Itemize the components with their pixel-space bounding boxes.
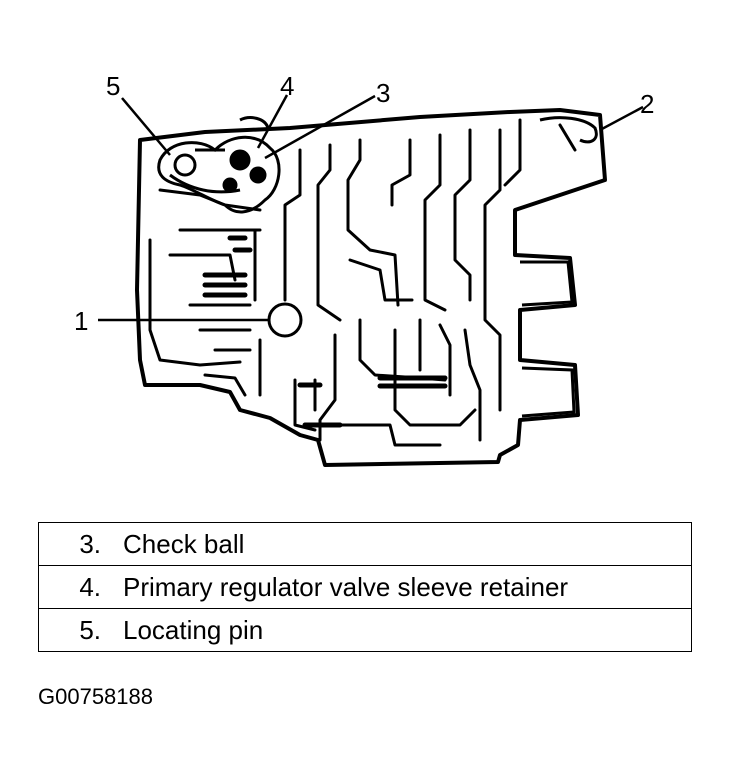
callout-4: 4 <box>280 71 294 101</box>
callout-2: 2 <box>640 89 654 119</box>
legend-row: 5. Locating pin <box>38 608 692 652</box>
regulator-valve-cluster <box>157 116 598 214</box>
valve-body-boss-lower <box>521 366 576 418</box>
legend-text: Primary regulator valve sleeve retainer <box>123 571 569 602</box>
valve-body-boss-upper <box>520 260 574 307</box>
legend-number: 5. <box>79 614 101 645</box>
legend-cell: 4. Primary regulator valve sleeve retaine… <box>38 565 692 609</box>
callout-5: 5 <box>106 71 120 101</box>
valve-body-outline <box>135 108 607 467</box>
legend-number: 4. <box>79 571 101 602</box>
legend-text: Locating pin <box>123 614 264 645</box>
legend-row: 3. Check ball <box>38 522 692 566</box>
figure-id: G00758188 <box>38 684 153 709</box>
leader-lines <box>98 94 644 322</box>
legend-number: 3. <box>79 528 101 559</box>
valve-body-diagram: 1 2 3 4 5 <box>74 71 654 467</box>
legend-cell: 3. Check ball <box>38 522 692 566</box>
legend-row: 4. Primary regulator valve sleeve retaine… <box>38 565 692 609</box>
callout-1: 1 <box>74 306 88 336</box>
fluid-passages <box>148 118 577 447</box>
legend-table: 3. Check ball 4. Primary regulator valve s… <box>38 522 692 652</box>
legend-text: Check ball <box>123 528 245 559</box>
callout-3: 3 <box>376 78 390 108</box>
check-ball <box>267 302 303 338</box>
legend-cell: 5. Locating pin <box>38 608 692 652</box>
passage-bars <box>202 235 448 428</box>
